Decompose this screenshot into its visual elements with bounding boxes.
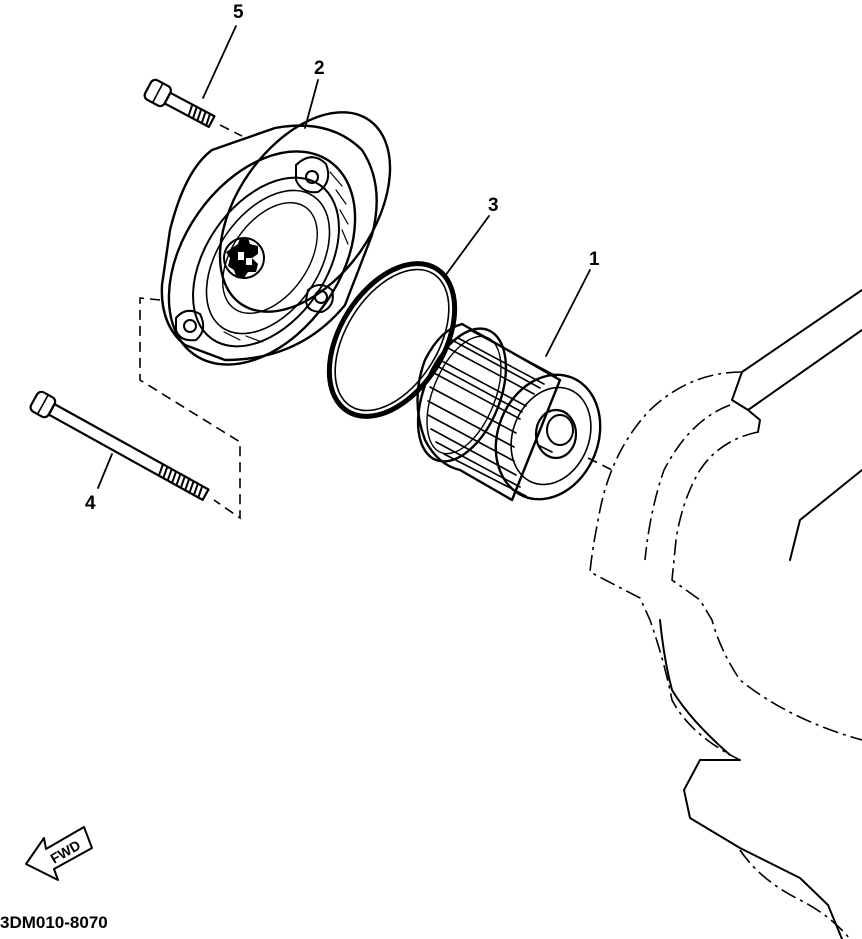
crankcase-rib xyxy=(747,409,761,433)
filter-pleat xyxy=(430,428,517,476)
hub-slot-2 xyxy=(246,258,252,265)
filter-pleat xyxy=(427,414,515,462)
cover-bowl-side xyxy=(160,124,378,362)
bolt-4-dashed-guide xyxy=(139,297,241,520)
part-label-4: 4 xyxy=(85,493,96,514)
bolt-5 xyxy=(143,78,216,128)
cover-lug-top xyxy=(295,156,330,194)
bolt-4-shank xyxy=(47,402,210,502)
filter-front-cap xyxy=(494,373,602,501)
filter-boss-edge xyxy=(539,445,553,453)
leader-line-3 xyxy=(444,215,490,277)
filter-pleat xyxy=(469,329,557,377)
cover-front-face xyxy=(167,150,357,366)
cover-wall-shading xyxy=(223,171,349,343)
crankcase-lower-lobe xyxy=(659,619,731,756)
o-ring-outer xyxy=(326,261,458,419)
filter-front-cap-ring xyxy=(510,386,592,486)
part-label-2: 2 xyxy=(314,58,325,79)
filter-back-rim xyxy=(416,327,508,463)
crankcase-mid-line xyxy=(644,404,731,561)
fwd-arrow-icon xyxy=(25,826,93,881)
bolt-5-dashed-guide xyxy=(219,124,243,137)
leader-line-4 xyxy=(97,453,113,489)
o-ring-inner xyxy=(334,268,450,412)
crankcase-dashdot-outer xyxy=(589,371,743,761)
crankcase-right-edge xyxy=(789,469,862,561)
crankcase-top-edge xyxy=(731,289,862,411)
filter-pleat xyxy=(435,441,521,488)
filter-pleat xyxy=(447,347,535,395)
part-label-5: 5 xyxy=(233,2,244,23)
bolt-5-threads xyxy=(187,103,212,127)
filter-center-boss xyxy=(534,408,578,460)
cover-hub xyxy=(223,237,265,279)
cover-inner-ring-outer xyxy=(192,176,340,348)
hub-slot-1 xyxy=(238,252,244,260)
filter-pleat xyxy=(451,339,541,389)
oil-filter xyxy=(416,322,602,502)
part-label-3: 3 xyxy=(488,195,499,216)
filter-pleat xyxy=(457,337,545,385)
oil-filter-cover xyxy=(160,111,392,366)
crankcase-bottom-edge xyxy=(683,759,843,939)
cover-bolt-hole-top xyxy=(305,170,319,184)
cover-lug-right xyxy=(305,284,334,313)
crankcase-outline xyxy=(589,289,862,939)
bolt-4 xyxy=(29,390,210,502)
leader-line-1 xyxy=(545,269,591,357)
filter-pleats xyxy=(427,329,557,497)
diagram-code: 3DM010-8070 xyxy=(0,913,108,932)
filter-dashed-guide xyxy=(587,457,615,472)
filter-center-hole xyxy=(546,414,574,446)
filter-pleat xyxy=(429,386,517,434)
bolt-5-head-flat xyxy=(152,83,164,103)
cover-back-rim xyxy=(218,111,392,313)
o-ring xyxy=(326,261,458,419)
cover-recess-floor xyxy=(222,202,318,314)
leader-line-5 xyxy=(202,25,237,99)
crankcase-bottom-dashdot xyxy=(739,849,851,939)
bolt-4-threads xyxy=(157,463,204,499)
bolt-4-head-flat xyxy=(37,394,49,415)
fwd-arrow: FWD xyxy=(25,826,93,881)
crankcase-dashdot-inner xyxy=(671,431,862,741)
cover-bolt-hole-bottom xyxy=(183,319,197,333)
leader-line-2 xyxy=(304,79,319,129)
filter-pleat xyxy=(427,400,515,448)
cover-inner-ring-inner xyxy=(205,189,331,335)
part-label-1: 1 xyxy=(589,249,600,270)
filter-back-rim-inner xyxy=(426,335,502,455)
